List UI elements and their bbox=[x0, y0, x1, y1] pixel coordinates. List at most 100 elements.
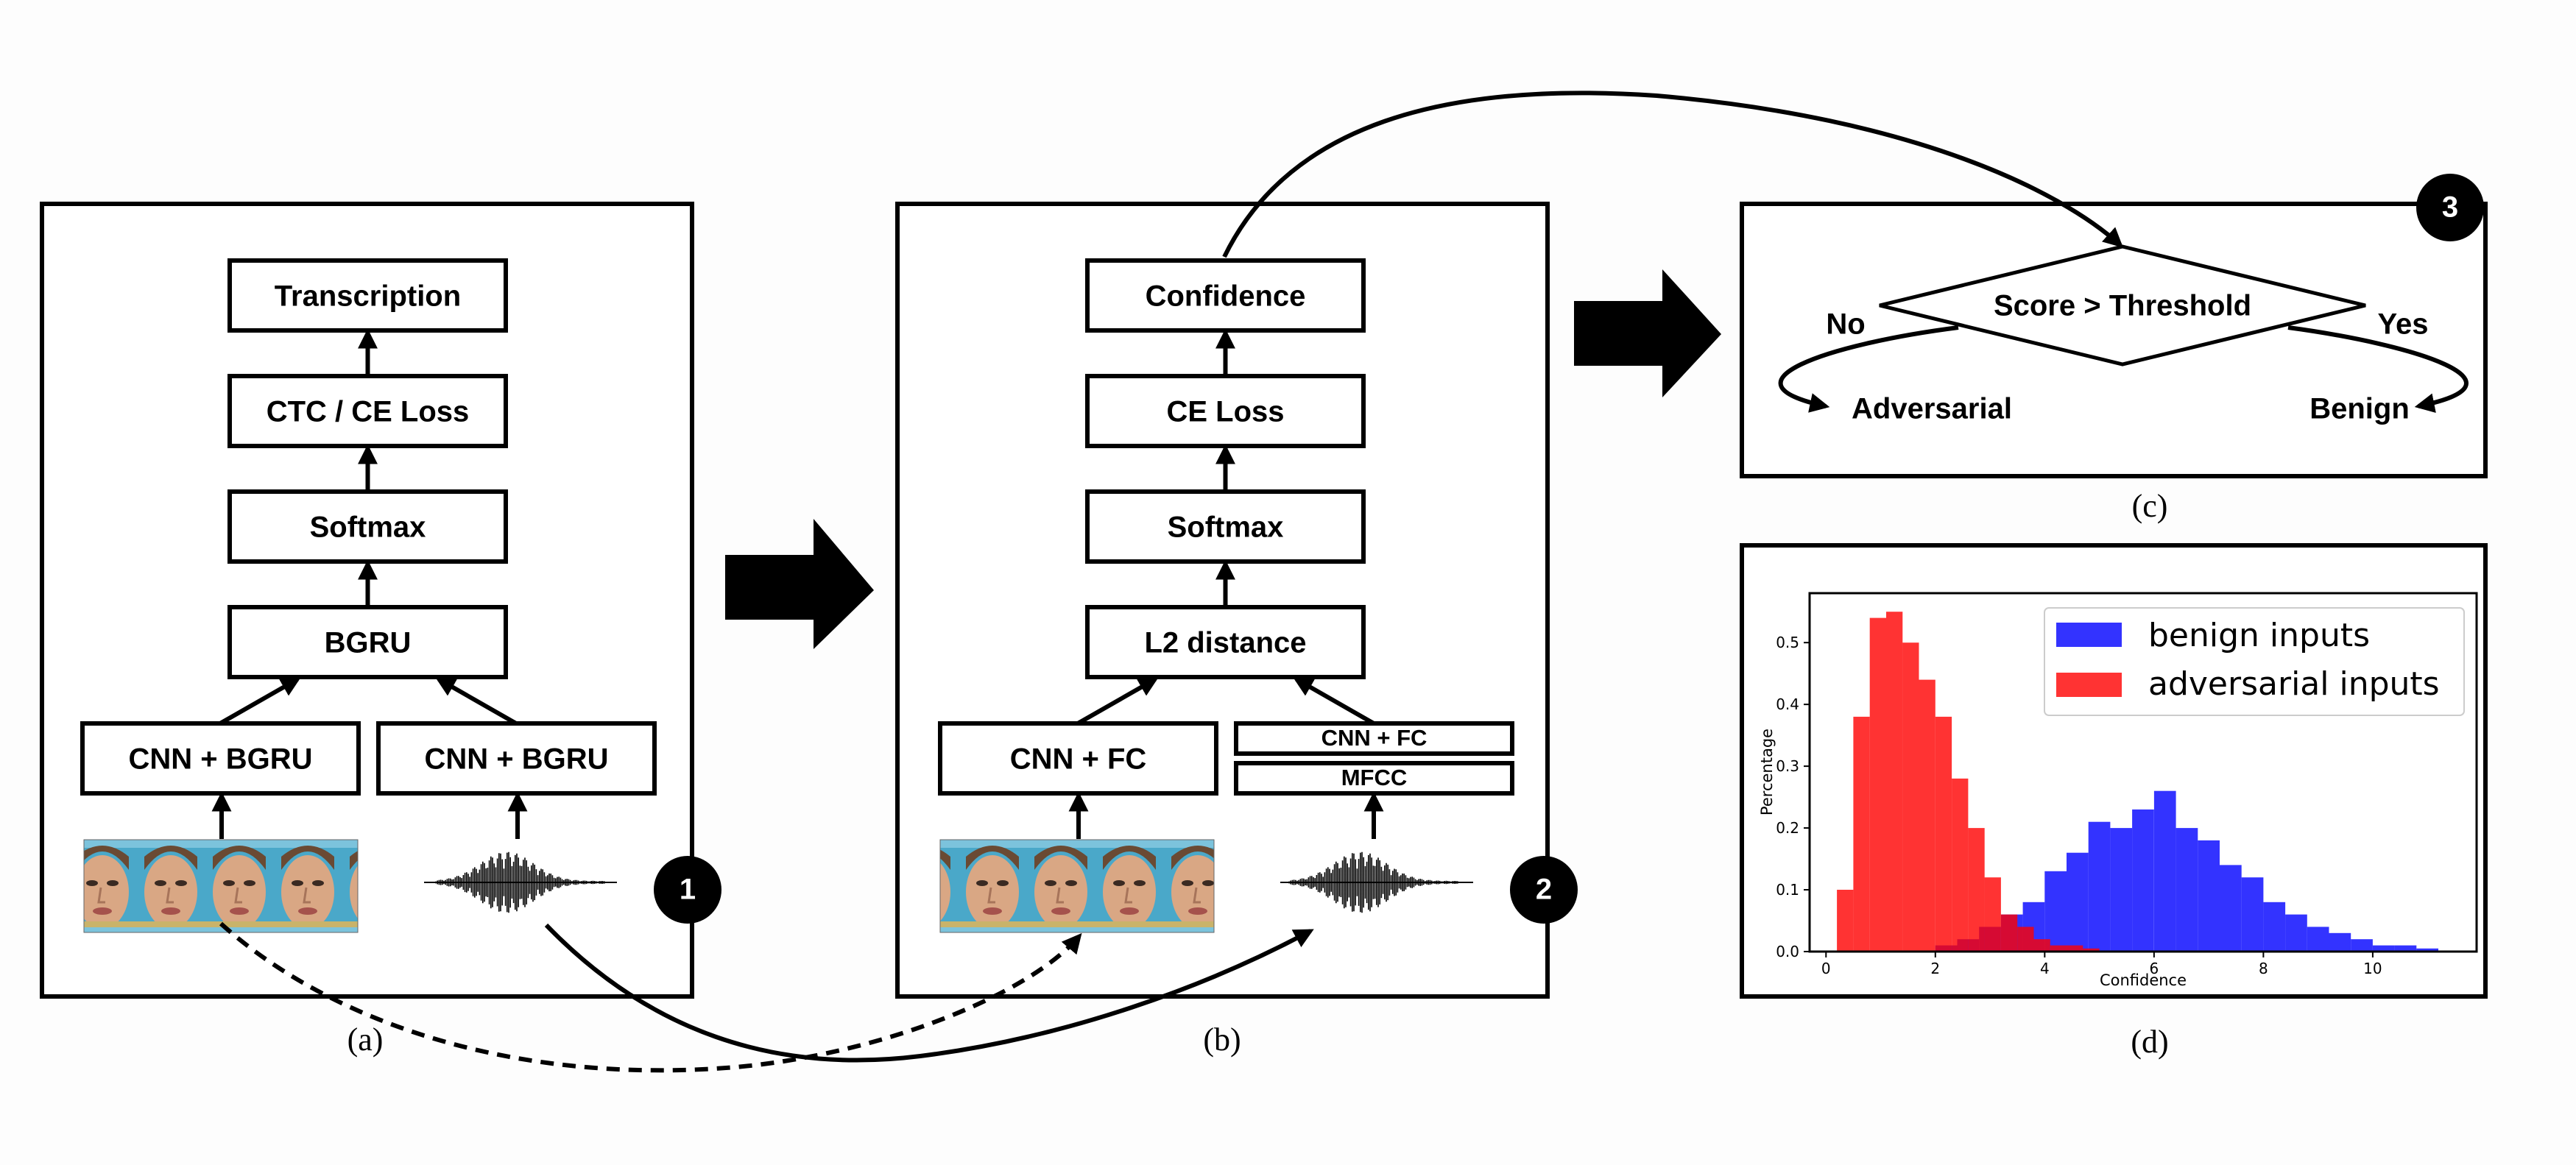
big-arrow-a-to-b bbox=[725, 519, 874, 649]
benign-bar bbox=[2067, 852, 2089, 952]
adversarial-bar bbox=[2083, 948, 2100, 952]
benign-bar bbox=[2285, 914, 2307, 952]
benign-bar bbox=[2198, 840, 2220, 952]
benign-bar bbox=[2329, 932, 2351, 952]
legend-swatch-benign bbox=[2056, 623, 2122, 647]
confidence-label: Confidence bbox=[1146, 280, 1306, 313]
adversarial-bar bbox=[2017, 927, 2034, 952]
yes-label: Yes bbox=[2378, 308, 2429, 341]
benign-bar bbox=[2176, 828, 2198, 952]
mfcc-label: MFCC bbox=[1341, 765, 1408, 790]
caption-c: (c) bbox=[2132, 488, 2168, 524]
y-tick-label: 0.0 bbox=[1776, 943, 1799, 960]
adversarial-bar bbox=[1902, 642, 1919, 952]
arrow-video-enc-to-bgru bbox=[219, 677, 301, 726]
y-tick-label: 0.3 bbox=[1776, 757, 1799, 775]
video-encoder-label-b: CNN + FC bbox=[1010, 743, 1147, 776]
benign-bar bbox=[2088, 821, 2111, 952]
benign-bar bbox=[2241, 877, 2264, 952]
x-tick-label: 4 bbox=[2040, 960, 2050, 977]
adversarial-histogram bbox=[1837, 612, 2100, 952]
adversarial-bar bbox=[1886, 612, 1903, 952]
step-1-number: 1 bbox=[680, 874, 696, 906]
adversarial-bar bbox=[1853, 716, 1870, 952]
adversarial-bar bbox=[1968, 828, 1985, 952]
arrow-no-to-adversarial bbox=[1778, 325, 1959, 413]
step-3-number: 3 bbox=[2442, 191, 2458, 224]
arrow-audio-a-to-audio-b bbox=[544, 923, 1314, 1063]
no-label: No bbox=[1826, 308, 1865, 341]
x-tick-label: 6 bbox=[2149, 960, 2159, 977]
big-arrow-b-to-c bbox=[1574, 269, 1721, 397]
adversarial-bar bbox=[1984, 877, 2001, 952]
video-frames-image-a bbox=[83, 839, 359, 933]
audio-encoder-label-a: CNN + BGRU bbox=[424, 743, 608, 776]
arrow-audio-enc-to-l2 bbox=[1293, 677, 1375, 726]
panel-a: Transcription CTC / CE Loss Softmax BGRU… bbox=[40, 202, 721, 1058]
step-2-badge bbox=[1510, 856, 1578, 924]
benign-bar bbox=[2307, 927, 2329, 952]
x-tick-label: 10 bbox=[2363, 960, 2382, 977]
legend-swatch-adversarial bbox=[2056, 673, 2122, 697]
benign-bar bbox=[2372, 945, 2395, 952]
benign-bar bbox=[2416, 948, 2438, 952]
adversarial-bar bbox=[1952, 778, 1969, 952]
y-tick-label: 0.5 bbox=[1776, 634, 1799, 651]
legend-label-benign: benign inputs bbox=[2148, 617, 2370, 654]
panel-c: Score > Threshold No Yes Adversarial Ben… bbox=[1740, 174, 2488, 524]
softmax-box-a bbox=[227, 489, 508, 564]
transcription-label: Transcription bbox=[275, 280, 461, 313]
decision-label: Score > Threshold bbox=[1994, 290, 2251, 322]
y-axis-ticks: 0.0 0.1 0.2 0.3 0.4 0.5 bbox=[1776, 634, 1810, 960]
video-encoder-box-b bbox=[938, 721, 1218, 796]
step-2-number: 2 bbox=[1536, 874, 1552, 906]
adversarial-bar bbox=[2067, 945, 2083, 952]
x-axis-label: Confidence bbox=[2100, 971, 2187, 989]
adversarial-bar bbox=[1869, 617, 1886, 952]
arrow-confidence-to-decision bbox=[1222, 91, 2123, 258]
softmax-label-b: Softmax bbox=[1168, 511, 1284, 544]
adversarial-bar bbox=[1837, 890, 1854, 952]
benign-bar bbox=[2153, 790, 2176, 952]
legend-box bbox=[2044, 607, 2465, 716]
audio-encoder-label-b: CNN + FC bbox=[1321, 725, 1428, 751]
arrow-yes-to-benign bbox=[2287, 325, 2469, 413]
ctc-ce-loss-label: CTC / CE Loss bbox=[267, 396, 470, 428]
step-1-badge bbox=[654, 856, 721, 924]
arrow-frames-a-to-frames-b bbox=[219, 921, 1082, 1073]
step-3-badge bbox=[2416, 174, 2484, 241]
audio-waveform-image-a bbox=[424, 851, 617, 913]
mfcc-box bbox=[1234, 761, 1514, 796]
benign-bar bbox=[2110, 828, 2133, 952]
y-tick-label: 0.2 bbox=[1776, 819, 1799, 837]
plot-area-border bbox=[1808, 592, 2478, 953]
y-tick-label: 0.1 bbox=[1776, 881, 1799, 899]
x-tick-label: 8 bbox=[2259, 960, 2268, 977]
benign-outcome: Benign bbox=[2309, 393, 2410, 425]
confidence-box bbox=[1085, 258, 1366, 333]
video-encoder-label-a: CNN + BGRU bbox=[128, 743, 312, 776]
arrow-video-enc-to-l2 bbox=[1076, 677, 1159, 726]
benign-bar bbox=[2044, 871, 2067, 952]
ce-loss-label: CE Loss bbox=[1166, 396, 1284, 428]
adversarial-outcome: Adversarial bbox=[1852, 393, 2012, 425]
benign-bar bbox=[2394, 945, 2417, 952]
benign-bar bbox=[2351, 939, 2373, 952]
adversarial-bar bbox=[2050, 945, 2067, 952]
adversarial-bar bbox=[1935, 716, 1952, 952]
audio-encoder-box-b bbox=[1234, 721, 1514, 756]
video-encoder-box-a bbox=[80, 721, 361, 796]
benign-bar bbox=[2220, 865, 2242, 952]
adversarial-bar bbox=[1919, 679, 1935, 952]
audio-waveform-image-b bbox=[1280, 851, 1473, 913]
legend-label-adversarial: adversarial inputs bbox=[2148, 665, 2440, 703]
y-tick-label: 0.4 bbox=[1776, 695, 1799, 713]
arrow-audio-enc-to-bgru bbox=[435, 677, 518, 726]
caption-b: (b) bbox=[1203, 1021, 1241, 1058]
decision-diamond bbox=[1879, 244, 2366, 367]
y-axis-label: Percentage bbox=[1758, 729, 1776, 815]
